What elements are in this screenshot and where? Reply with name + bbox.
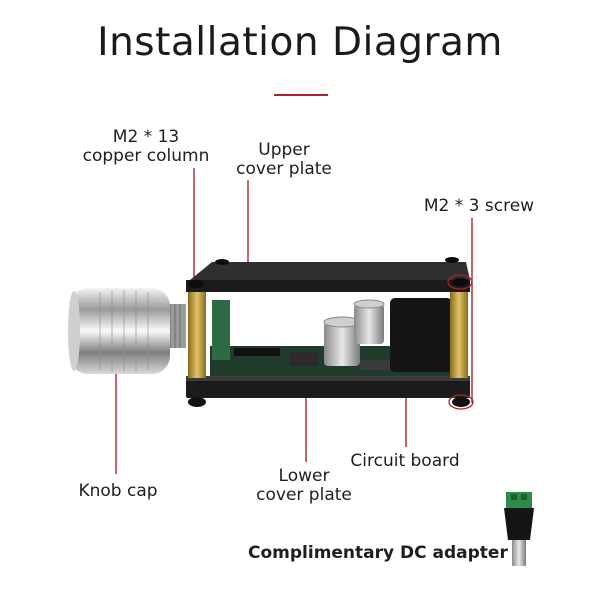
screw-highlight-top [447, 274, 473, 290]
copper-columns [188, 288, 468, 378]
upper-cover-plate [186, 257, 470, 292]
label-copper-column-line2: copper column [82, 146, 210, 166]
label-copper-column-line1: M2 * 13 [112, 127, 180, 147]
capacitors [323, 299, 385, 366]
label-lower-cover: Lower cover plate [246, 467, 362, 505]
label-knob-cap: Knob cap [78, 481, 158, 501]
dc-adapter-icon [504, 492, 534, 566]
label-dc-adapter: Complimentary DC adapter [248, 543, 508, 563]
screw-highlight-bottom [448, 394, 474, 410]
label-circuit-board: Circuit board [350, 451, 460, 471]
label-screw: M2 * 3 screw [423, 196, 535, 216]
label-lower-cover-line2: cover plate [256, 485, 352, 505]
title-underline [274, 94, 328, 96]
label-copper-column: M2 * 13 copper column [72, 128, 220, 166]
knob [68, 288, 186, 374]
label-upper-cover: Upper cover plate [228, 141, 340, 179]
label-upper-cover-line1: Upper [258, 140, 310, 160]
label-upper-cover-line2: cover plate [236, 159, 332, 179]
screw-highlights [447, 274, 474, 410]
connector-block [390, 298, 452, 372]
lower-cover-plate [186, 376, 470, 407]
page-title: Installation Diagram [97, 20, 503, 65]
label-lower-cover-line1: Lower [278, 466, 330, 486]
